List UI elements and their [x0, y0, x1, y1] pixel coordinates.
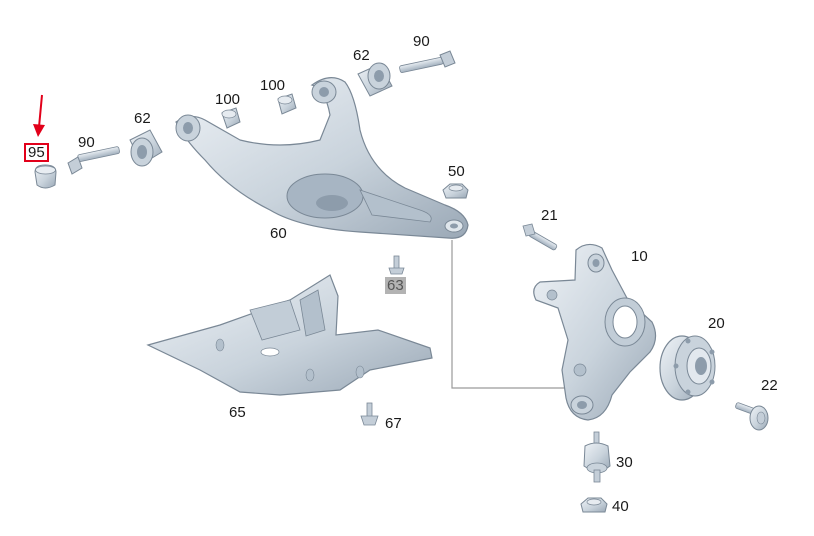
part-label-63[interactable]: 63: [385, 277, 406, 294]
part-50-nut[interactable]: [442, 183, 469, 199]
part-95-bushing-cap[interactable]: [34, 164, 57, 189]
part-30-ball-joint[interactable]: [583, 431, 611, 483]
part-62-bushing-left[interactable]: [129, 129, 163, 167]
part-label-22[interactable]: 22: [761, 377, 778, 394]
part-label-10[interactable]: 10: [631, 248, 648, 265]
part-label-100-right[interactable]: 100: [260, 77, 286, 94]
part-90-bolt-top[interactable]: [399, 50, 456, 73]
part-100-bushing-left[interactable]: [221, 107, 241, 129]
part-67-screw[interactable]: [360, 402, 379, 426]
part-21-bolt[interactable]: [522, 223, 558, 251]
part-label-21[interactable]: 21: [541, 207, 558, 224]
part-label-90-top[interactable]: 90: [413, 33, 430, 50]
part-63-screw[interactable]: [388, 255, 405, 275]
part-60-control-arm[interactable]: [175, 77, 469, 239]
part-label-40[interactable]: 40: [612, 498, 629, 515]
part-label-62-top[interactable]: 62: [353, 47, 370, 64]
part-20-wheel-hub[interactable]: [659, 335, 716, 401]
part-label-50[interactable]: 50: [448, 163, 465, 180]
part-label-100-left[interactable]: 100: [215, 91, 241, 108]
part-40-nut[interactable]: [580, 497, 608, 513]
selection-arrow-icon: [33, 94, 45, 137]
part-90-bolt-left[interactable]: [67, 146, 120, 175]
part-label-62-left[interactable]: 62: [134, 110, 151, 127]
part-label-67[interactable]: 67: [385, 415, 402, 432]
part-10-steering-knuckle[interactable]: [533, 243, 657, 421]
part-label-60[interactable]: 60: [270, 225, 287, 242]
part-65-shield[interactable]: [146, 274, 433, 396]
part-22-hub-bolt[interactable]: [735, 402, 769, 431]
part-label-95[interactable]: 95: [24, 143, 49, 162]
part-62-bushing-top[interactable]: [357, 62, 393, 97]
part-label-65[interactable]: 65: [229, 404, 246, 421]
part-label-90-left[interactable]: 90: [78, 134, 95, 151]
part-label-20[interactable]: 20: [708, 315, 725, 332]
part-label-30[interactable]: 30: [616, 454, 633, 471]
part-100-bushing-right[interactable]: [277, 93, 297, 115]
leader-line-arm-to-knuckle: [451, 240, 598, 389]
